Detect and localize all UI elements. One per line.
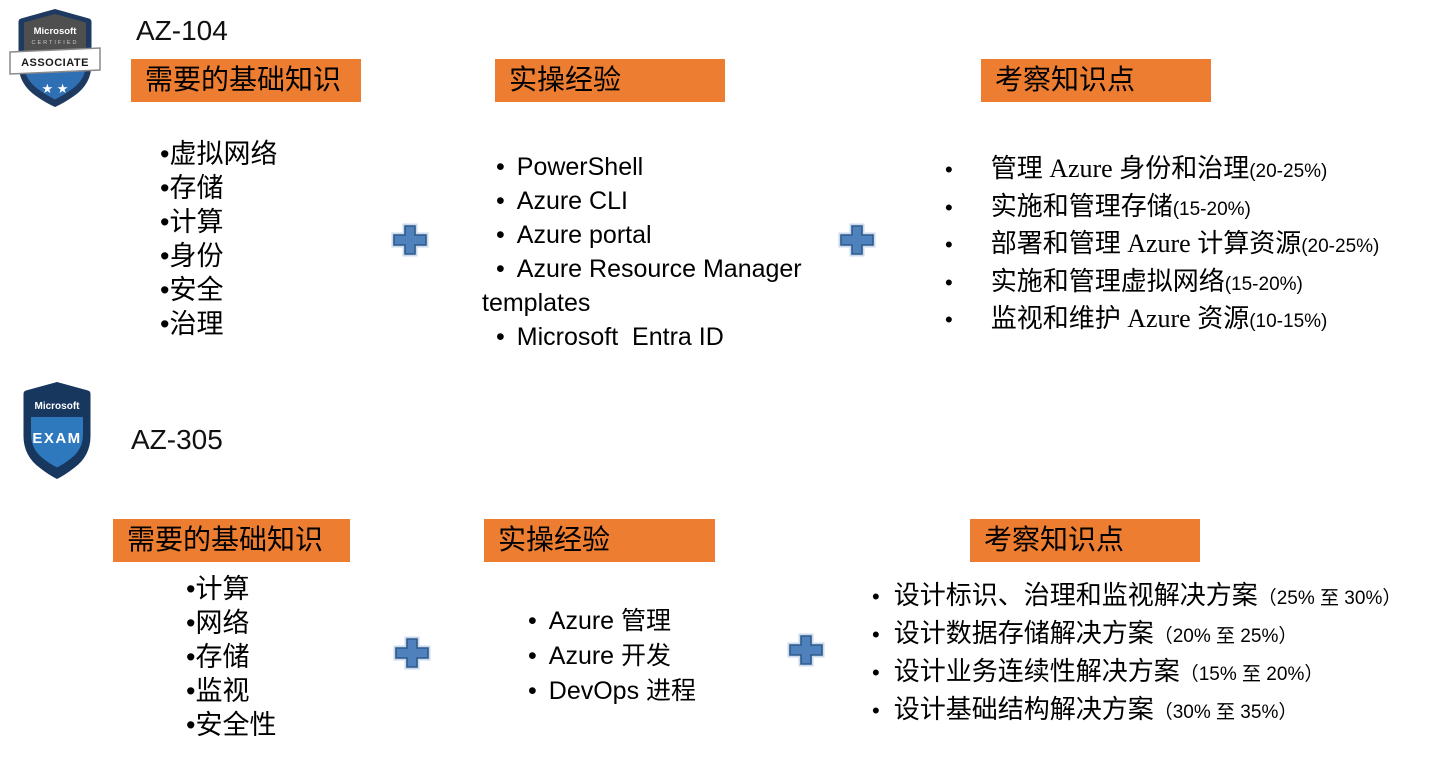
knowledge-item: 计算 [186, 572, 276, 606]
topic-text: 设计业务连续性解决方案 [893, 657, 1180, 686]
exam-topic: 实施和管理存储(15-20%) [945, 190, 1379, 228]
knowledge-item: 虚拟网络 [160, 137, 277, 171]
plus-icon [391, 223, 429, 257]
header-hands-on-experience-az305: 实操经验 [484, 519, 715, 562]
microsoft-exam-badge-icon: Microsoft EXAM [23, 382, 91, 479]
topic-text: 管理 Azure 身份和治理 [990, 154, 1250, 183]
topic-text: 设计基础结构解决方案 [893, 695, 1154, 724]
knowledge-item: 治理 [160, 307, 277, 341]
plus-icon [838, 223, 876, 257]
knowledge-item: 存储 [160, 171, 277, 205]
topic-percentage: (15-20%) [1224, 273, 1303, 295]
knowledge-item: 计算 [160, 205, 277, 239]
experience-item: PowerShell [482, 150, 854, 184]
badge-brand-text: Microsoft [35, 401, 81, 412]
knowledge-item: 网络 [186, 606, 276, 640]
topic-percentage: （15% 至 20%） [1179, 664, 1324, 685]
experience-item: Azure CLI [482, 184, 854, 218]
badge-brand-text: Microsoft [34, 26, 78, 37]
header-hands-on-experience-az104: 实操经验 [495, 59, 725, 102]
exam-topic: 监视和维护 Azure 资源(10-15%) [945, 302, 1379, 340]
topic-text: 监视和维护 Azure 资源 [990, 304, 1250, 333]
exam-topic: 部署和管理 Azure 计算资源(20-25%) [945, 227, 1380, 265]
topics-list-az104: 管理 Azure 身份和治理(20-25%) 实施和管理存储(15-20%) 部… [945, 152, 1380, 340]
topics-list-az305: 设计标识、治理和监视解决方案（25% 至 30%） 设计数据存储解决方案（20%… [872, 578, 1402, 730]
experience-item: Microsoft Entra ID [482, 320, 854, 354]
plus-icon [393, 636, 431, 670]
knowledge-item: 身份 [160, 239, 277, 273]
topic-percentage: (10-15%) [1249, 311, 1328, 332]
badge-stars: ★ ★ [42, 81, 69, 96]
knowledge-item: 监视 [186, 674, 276, 708]
header-exam-topics-az305: 考察知识点 [970, 519, 1200, 562]
topic-percentage: (20-25%) [1301, 236, 1380, 257]
section-title-az104: AZ-104 [136, 15, 228, 46]
knowledge-item: 安全 [160, 273, 277, 307]
topic-text: 实施和管理存储 [990, 191, 1173, 221]
experience-list-az305: Azure 管理 Azure 开发 DevOps 进程 [514, 604, 814, 709]
exam-topic: 实施和管理虚拟网络(15-20%) [945, 265, 1379, 303]
header-exam-topics-az104: 考察知识点 [981, 59, 1211, 102]
badge-tier-text: CERTIFIED [32, 40, 79, 46]
topic-percentage: (15-20%) [1172, 198, 1251, 220]
knowledge-item: 存储 [186, 640, 276, 674]
experience-item: Azure Resource Manager templates [482, 252, 854, 320]
topic-text: 设计标识、治理和监视解决方案 [893, 581, 1258, 610]
topic-percentage: （20% 至 25%） [1153, 626, 1298, 647]
topic-text: 实施和管理虚拟网络 [990, 266, 1225, 296]
header-required-knowledge-az305: 需要的基础知识 [113, 519, 350, 562]
topic-text: 设计数据存储解决方案 [893, 619, 1154, 648]
badge-banner-text: ASSOCIATE [21, 57, 89, 69]
knowledge-item: 安全性 [186, 708, 276, 742]
exam-topic: 管理 Azure 身份和治理(20-25%) [945, 152, 1379, 190]
exam-topic: 设计基础结构解决方案（30% 至 35%） [872, 692, 1401, 730]
experience-list-az104: PowerShell Azure CLI Azure portal Azure … [482, 150, 854, 354]
exam-topic: 设计业务连续性解决方案（15% 至 20%） [872, 654, 1401, 692]
exam-topic: 设计数据存储解决方案（20% 至 25%） [872, 616, 1401, 654]
topic-percentage: （25% 至 30%） [1257, 588, 1402, 609]
knowledge-list-az104: 虚拟网络 存储 计算 身份 安全 治理 [160, 137, 277, 341]
experience-item: Azure 开发 [514, 639, 814, 674]
topic-percentage: （30% 至 35%） [1153, 702, 1298, 723]
knowledge-list-az305: 计算 网络 存储 监视 安全性 [186, 572, 276, 742]
experience-item: Azure 管理 [514, 604, 814, 639]
topic-percentage: (20-25%) [1249, 161, 1328, 182]
exam-topic: 设计标识、治理和监视解决方案（25% 至 30%） [872, 578, 1402, 616]
experience-item: Azure portal [482, 218, 854, 252]
section-title-az305: AZ-305 [131, 424, 223, 455]
badge-exam-text: EXAM [32, 430, 81, 447]
header-required-knowledge-az104: 需要的基础知识 [131, 59, 361, 102]
microsoft-certified-associate-badge-icon: Microsoft CERTIFIED ASSOCIATE ★ ★ [9, 9, 101, 107]
experience-item: DevOps 进程 [514, 674, 814, 709]
topic-text: 部署和管理 Azure 计算资源 [990, 229, 1302, 258]
plus-icon [787, 633, 825, 667]
